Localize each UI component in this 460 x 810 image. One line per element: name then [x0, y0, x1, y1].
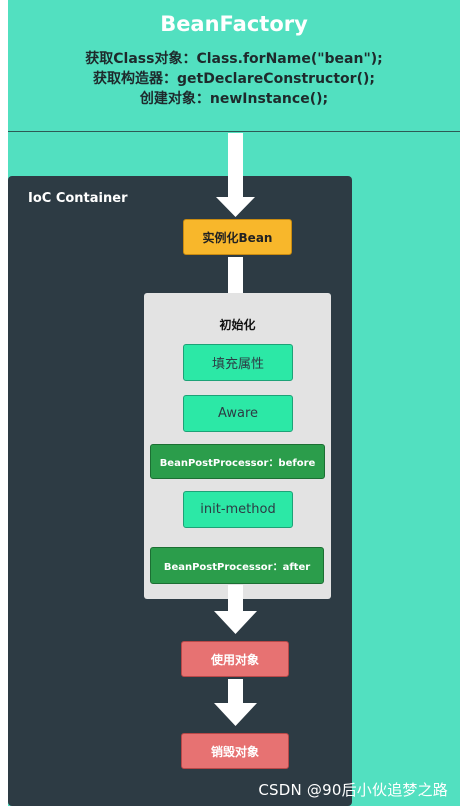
use-object-step: 使用对象 — [181, 641, 289, 677]
instantiate-bean-step: 实例化Bean — [183, 219, 292, 255]
beanfactory-header: BeanFactory 获取Class对象：Class.forName("bea… — [8, 0, 460, 132]
arrow-init-to-use — [214, 599, 257, 634]
bean-post-processor-after-step: BeanPostProcessor：after — [150, 547, 324, 584]
ioc-container-label: IoC Container — [28, 191, 128, 206]
arrow-use-to-destroy — [214, 679, 257, 726]
initialization-label: 初始化 — [219, 318, 256, 332]
watermark: CSDN @90后小伙追梦之路 — [258, 781, 448, 799]
header-title: BeanFactory — [160, 12, 308, 36]
header-line-get-constructor: 获取构造器：getDeclareConstructor(); — [93, 71, 375, 87]
arrow-instantiate-to-init — [228, 257, 243, 293]
arrow-header-to-instantiate — [216, 133, 255, 217]
fill-properties-step: 填充属性 — [183, 344, 293, 381]
header-line-new-instance: 创建对象：newInstance(); — [139, 91, 329, 107]
init-method-step: init-method — [183, 491, 293, 528]
aware-step: Aware — [183, 395, 293, 432]
bean-post-processor-before-step: BeanPostProcessor：before — [150, 444, 325, 479]
header-line-get-class: 获取Class对象：Class.forName("bean"); — [85, 51, 383, 67]
arrow-init-chain-top — [228, 585, 243, 599]
destroy-object-step: 销毁对象 — [181, 733, 289, 769]
